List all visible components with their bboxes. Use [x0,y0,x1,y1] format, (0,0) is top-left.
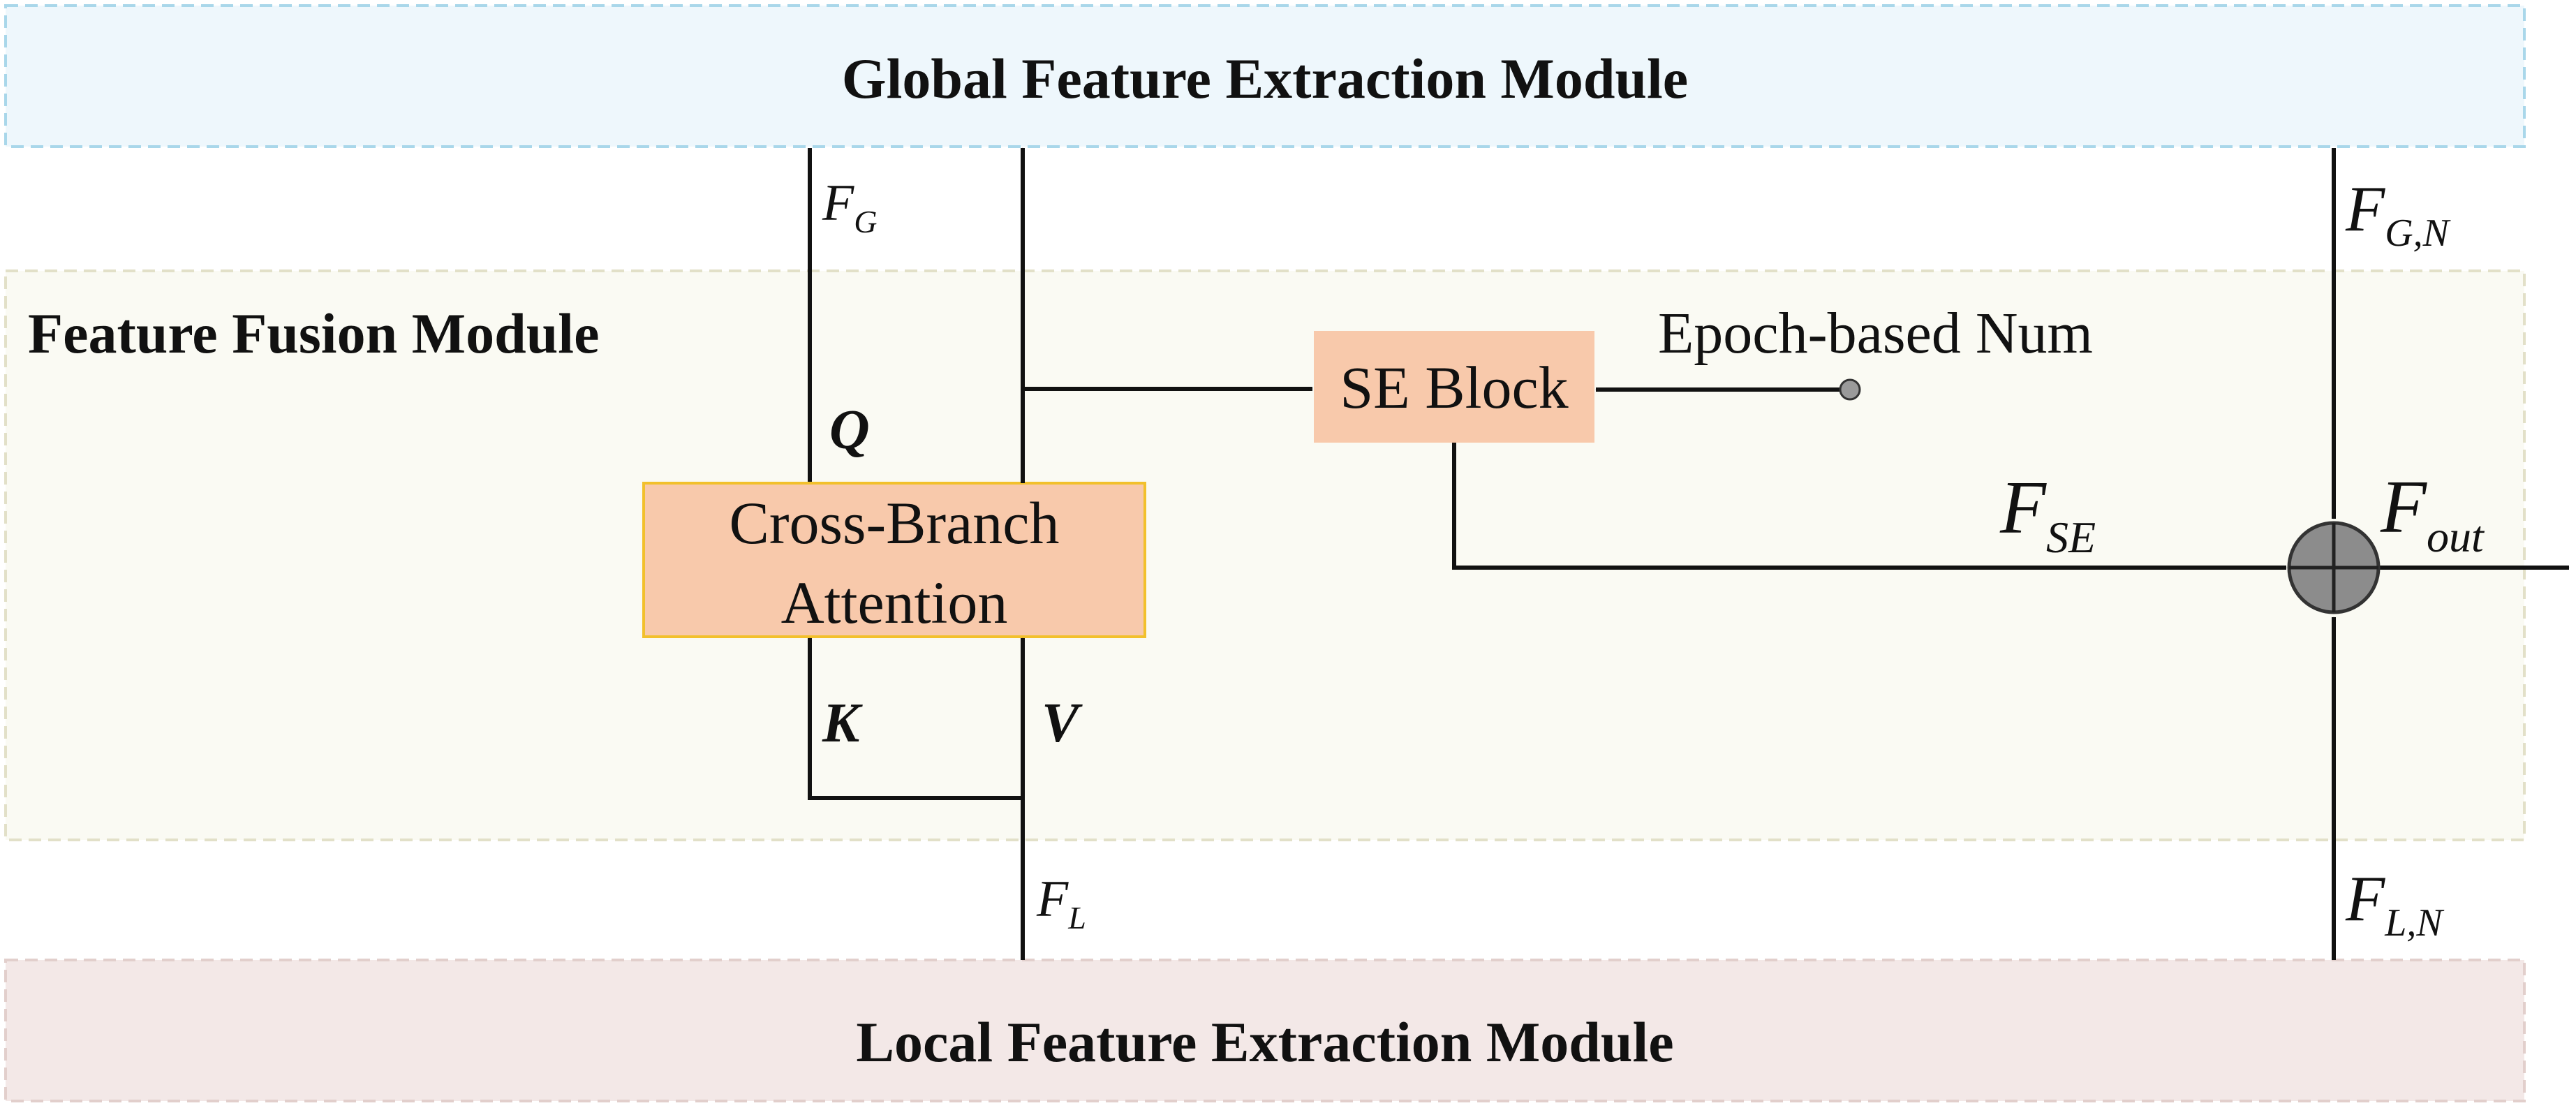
fusion-module-panel [4,269,2526,841]
fg-label: FG [822,175,877,239]
cross-branch-attention-label-line2: Attention [781,569,1008,636]
fgn-label: FG,N [2345,173,2451,255]
fln-label: FL,N [2345,863,2444,945]
value-label: V [1042,693,1083,754]
local-module-panel [4,959,2526,1102]
fl-label: FL [1036,871,1086,936]
epoch-num-label: Epoch-based Num [1658,301,2093,366]
se-block-label: SE Block [1340,354,1568,421]
fout-label: Fout [2380,466,2485,561]
fl-to-k-arrow [808,637,1023,800]
cross-branch-attention-block [642,482,1146,638]
query-label: Q [829,399,870,461]
se-block [1314,331,1594,443]
cross-branch-attention-label-line1: Cross-Branch [730,489,1060,556]
global-module-panel [4,4,2526,148]
global-module-title: Global Feature Extraction Module [842,47,1688,110]
fse-arrow [1452,443,2287,570]
key-label: K [822,693,863,754]
local-module-title: Local Feature Extraction Module [856,1010,1673,1074]
fusion-module-title: Feature Fusion Module [28,302,599,365]
epoch-num-source-dot [1839,378,1861,401]
fse-label: FSE [1999,466,2096,562]
